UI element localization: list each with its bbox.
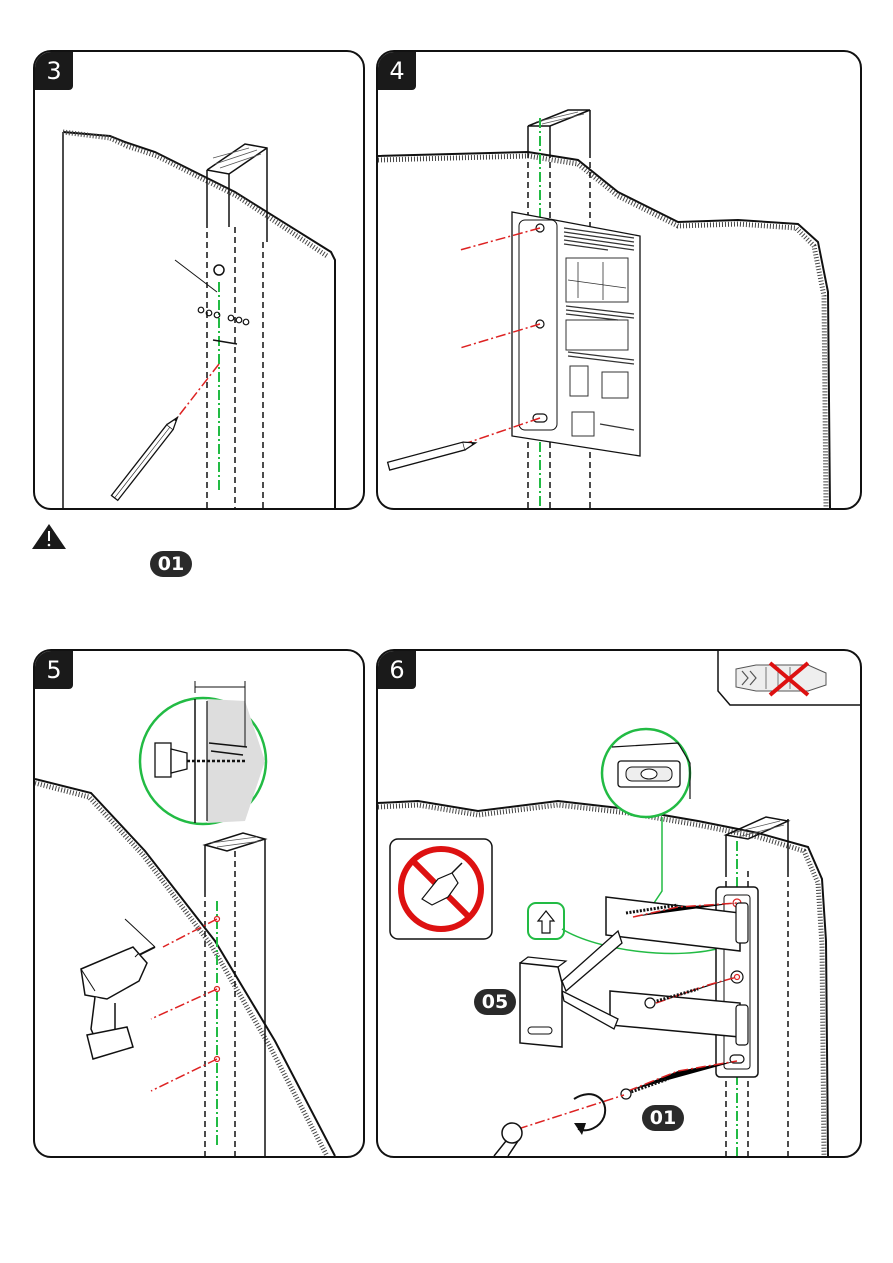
step-6-illustration: [378, 651, 860, 1156]
step-4-illustration: [378, 52, 860, 508]
step-5-illustration: [35, 651, 363, 1156]
step-4-panel: 4: [376, 50, 862, 510]
part-label-01: 01: [150, 551, 192, 577]
step-3-panel: 3: [33, 50, 365, 510]
drill-icon: [81, 947, 155, 1059]
step-5-panel: 5: [33, 649, 365, 1158]
part-label-05: 05: [474, 989, 516, 1015]
step-6-panel: 6: [376, 649, 862, 1158]
wall-template-icon: [512, 212, 640, 456]
no-wall-anchor-icon: [736, 663, 826, 695]
part-label-01-screw: 01: [642, 1105, 684, 1131]
step-3-illustration: [35, 52, 363, 508]
